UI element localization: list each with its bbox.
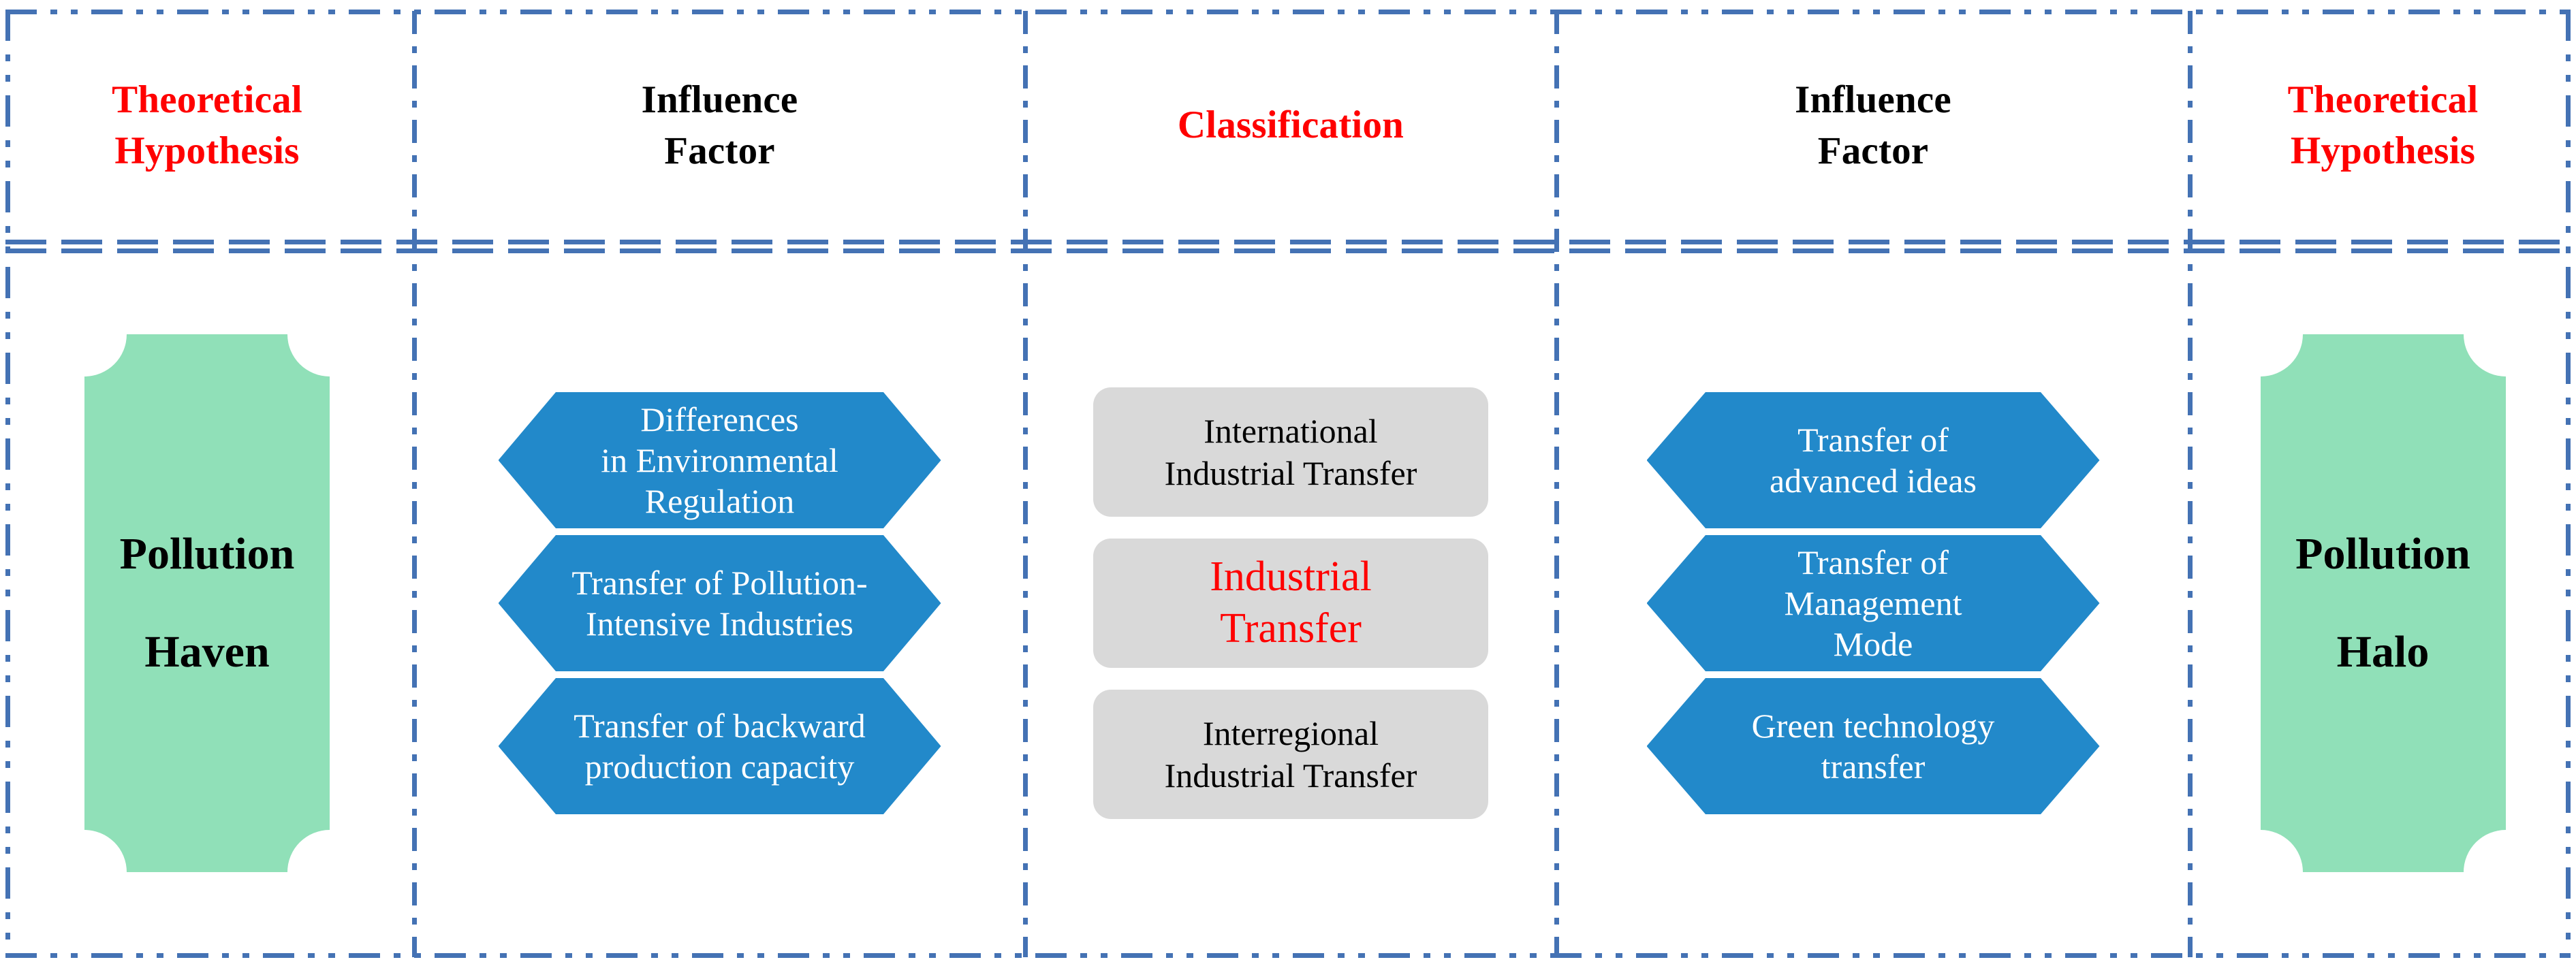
influence-factor-right-group: Transfer of advanced ideas Transfer of M… — [1646, 392, 2100, 814]
influence-factor-left-1[interactable]: Differences in Environmental Regulation — [498, 392, 941, 528]
header-classification: Classification — [1025, 11, 1556, 240]
hypothesis-left-line-1: Pollution — [119, 529, 295, 579]
frame-border-bottom — [5, 953, 2571, 958]
influence-factor-right-3-label: Green technology transfer — [1751, 707, 1995, 786]
cell-influence-factors-right: Transfer of advanced ideas Transfer of M… — [1556, 253, 2190, 953]
header-line-1: Classification — [1177, 103, 1404, 147]
influence-factor-right-3[interactable]: Green technology transfer — [1646, 678, 2100, 814]
influence-factor-left-2[interactable]: Transfer of Pollution- Intensive Industr… — [498, 535, 941, 671]
header-line-1: Theoretical — [2287, 78, 2479, 121]
cell-classification: International Industrial Transfer Indust… — [1025, 253, 1556, 953]
pollution-haven-plaque[interactable]: Pollution Haven — [84, 334, 330, 872]
classification-item-interregional-label: Interregional Industrial Transfer — [1164, 714, 1417, 795]
hypothesis-right-line-1: Pollution — [2295, 529, 2470, 579]
header-line-2: Factor — [664, 129, 775, 172]
header-influence-factor-right: Influence Factor — [1556, 11, 2190, 240]
influence-factor-left-3[interactable]: Transfer of backward production capacity — [498, 678, 941, 814]
plaque-shape-icon — [2260, 334, 2506, 872]
header-line-2: Hypothesis — [2290, 129, 2476, 172]
header-line-1: Influence — [641, 78, 798, 121]
cell-influence-factors-left: Differences in Environmental Regulation … — [414, 253, 1025, 953]
influence-factor-right-1-label: Transfer of advanced ideas — [1769, 421, 1977, 500]
classification-item-international[interactable]: International Industrial Transfer — [1093, 387, 1488, 517]
plaque-shape-icon — [84, 334, 330, 872]
header-theoretical-hypothesis-left: Theoretical Hypothesis — [0, 11, 414, 240]
influence-factor-left-1-label: Differences in Environmental Regulation — [601, 400, 838, 520]
header-theoretical-hypothesis-right: Theoretical Hypothesis — [2190, 11, 2576, 240]
classification-item-interregional[interactable]: Interregional Industrial Transfer — [1093, 690, 1488, 819]
header-influence-factor-left: Influence Factor — [414, 11, 1025, 240]
influence-factor-left-2-label: Transfer of Pollution- Intensive Industr… — [571, 564, 868, 643]
cell-hypothesis-left: Pollution Haven — [0, 253, 414, 953]
header-line-1: Influence — [1795, 78, 1951, 121]
hypothesis-left-line-2: Haven — [144, 627, 270, 677]
header-body-separator — [5, 240, 2571, 253]
classification-group: International Industrial Transfer Indust… — [1093, 387, 1488, 819]
header-line-1: Theoretical — [112, 78, 302, 121]
cell-hypothesis-right: Pollution Halo — [2190, 253, 2576, 953]
body-row: Pollution Haven Differences in Environme… — [0, 253, 2576, 953]
influence-factor-left-group: Differences in Environmental Regulation … — [498, 392, 941, 814]
classification-item-industrial-transfer-label: Industrial Transfer — [1210, 553, 1372, 652]
header-line-2: Hypothesis — [114, 129, 300, 172]
classification-item-international-label: International Industrial Transfer — [1164, 412, 1417, 492]
header-row: Theoretical Hypothesis Influence Factor … — [0, 11, 2576, 240]
header-line-2: Factor — [1817, 129, 1929, 172]
pollution-halo-plaque[interactable]: Pollution Halo — [2260, 334, 2506, 872]
influence-factor-right-2[interactable]: Transfer of Management Mode — [1646, 535, 2100, 671]
classification-item-industrial-transfer[interactable]: Industrial Transfer — [1093, 539, 1488, 668]
hypothesis-right-line-2: Halo — [2336, 627, 2430, 677]
influence-factor-right-1[interactable]: Transfer of advanced ideas — [1646, 392, 2100, 528]
influence-factor-right-2-label: Transfer of Management Mode — [1784, 543, 1962, 663]
influence-factor-left-3-label: Transfer of backward production capacity — [574, 707, 866, 786]
